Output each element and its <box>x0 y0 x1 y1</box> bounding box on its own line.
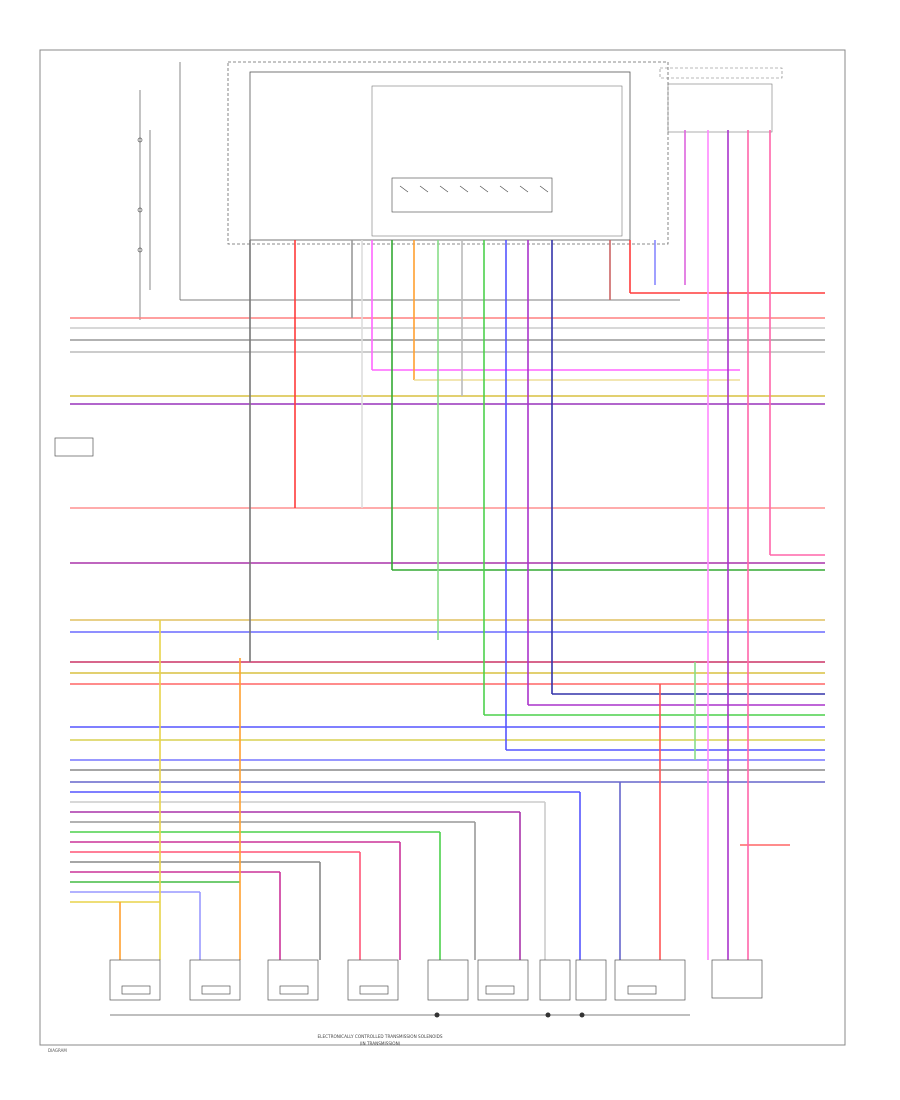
solenoid-9 <box>614 959 686 1001</box>
vertical-wires <box>119 130 825 960</box>
ground-dot <box>434 1012 440 1018</box>
solenoid-7 <box>539 959 571 1001</box>
ground-points <box>434 1012 585 1018</box>
right-component-box <box>667 83 773 133</box>
ecm-logic-box <box>371 85 623 237</box>
ground-dot <box>579 1012 585 1018</box>
solenoids-caption-line2: (IN TRANSMISSION) <box>360 1041 401 1046</box>
solenoid-1 <box>109 959 161 1001</box>
solenoid-6 <box>477 959 529 1001</box>
footer-label: DIAGRAM <box>48 1048 67 1053</box>
solenoid-8 <box>575 959 607 1001</box>
solenoids-caption-line1: ELECTRONICALLY CONTROLLED TRANSMISSION S… <box>317 1034 442 1039</box>
left-module-box <box>54 437 94 457</box>
left-switch-components <box>137 62 680 320</box>
ecm-switch-bank <box>391 177 553 213</box>
horizontal-wires <box>70 317 825 903</box>
right-sensor-box <box>711 959 763 999</box>
ground-dot <box>545 1012 551 1018</box>
solenoid-3 <box>267 959 319 1001</box>
solenoid-5 <box>427 959 469 1001</box>
ecm-box <box>249 71 631 241</box>
solenoid-2 <box>189 959 241 1001</box>
solenoid-4 <box>347 959 399 1001</box>
diagram-frame <box>39 49 846 1046</box>
solenoid-row <box>109 959 763 1016</box>
right-dashed-box <box>659 67 783 79</box>
ecm-dashed-housing <box>227 61 669 245</box>
